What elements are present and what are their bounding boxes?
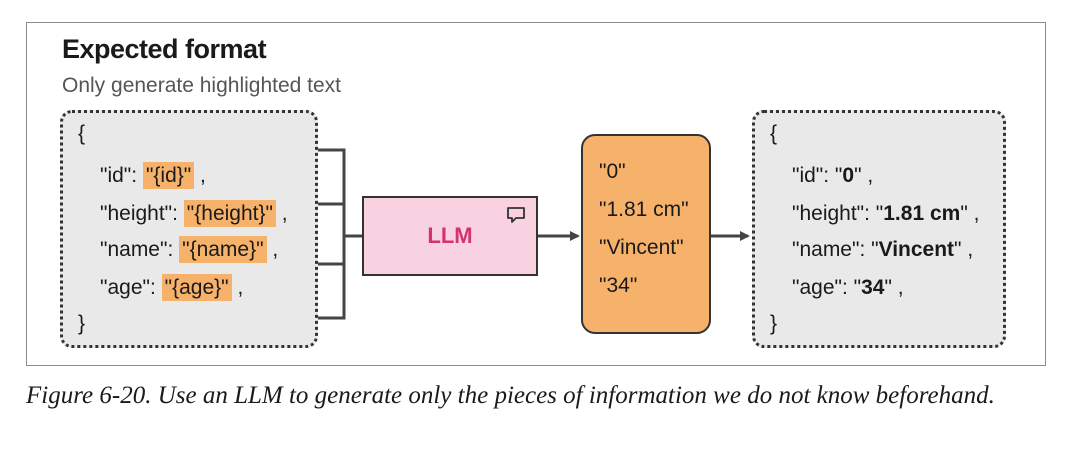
template-open-brace: { [78,122,86,145]
generated-value-height: "1.81 cm" [599,198,689,221]
result-line-id: "id": "0" , [792,162,873,190]
template-trail-height: , [275,202,288,225]
figure-subtitle: Only generate highlighted text [62,74,342,97]
result-key-height: "height": " [792,202,884,225]
template-key-name: "name": [100,238,180,261]
result-value-height: 1.81 cm [883,202,961,225]
result-key-age: "age": " [792,276,862,299]
result-line-age: "age": "34" , [792,274,904,302]
result-key-id: "id": " [792,164,843,187]
result-json-box [752,110,1006,348]
generated-value-age: "34" [599,274,638,297]
figure-title: Expected format [62,34,267,64]
result-trail-height: " , [960,202,980,225]
llm-box: LLM [362,196,538,276]
result-line-name: "name": "Vincent" , [792,236,973,264]
result-trail-name: " , [954,238,974,261]
template-trail-age: , [231,276,244,299]
template-key-age: "age": [100,276,162,299]
generated-value-name: "Vincent" [599,236,684,259]
placeholder-id: "{id}" [142,162,195,189]
placeholder-age: "{age}" [161,274,232,301]
result-value-name: Vincent [878,238,955,261]
result-trail-id: " , [854,164,874,187]
result-value-id: 0 [842,164,855,187]
template-key-height: "height": [100,202,184,225]
result-close-brace: } [770,312,778,335]
template-line-name: "name": "{name}" , [100,236,278,264]
template-line-id: "id": "{id}" , [100,162,206,190]
placeholder-name: "{name}" [179,236,267,263]
llm-label: LLM [427,223,473,248]
bracket-connector [318,148,362,320]
figure-caption: Figure 6-20. Use an LLM to generate only… [26,382,995,409]
placeholder-height: "{height}" [183,200,276,227]
template-trail-id: , [194,164,206,187]
template-line-age: "age": "{age}" , [100,274,243,302]
template-json-box [60,110,318,348]
result-line-height: "height": "1.81 cm" , [792,200,979,228]
generated-value-id: "0" [599,160,626,183]
chat-bubble-icon [506,206,526,229]
template-close-brace: } [78,312,86,335]
result-key-name: "name": " [792,238,879,261]
template-line-height: "height": "{height}" , [100,200,288,228]
result-trail-age: " , [884,276,904,299]
generated-values-box: "0" "1.81 cm" "Vincent" "34" [581,134,711,334]
result-value-age: 34 [861,276,885,299]
result-open-brace: { [770,122,778,145]
template-trail-name: , [266,238,279,261]
template-key-id: "id": [100,164,143,187]
